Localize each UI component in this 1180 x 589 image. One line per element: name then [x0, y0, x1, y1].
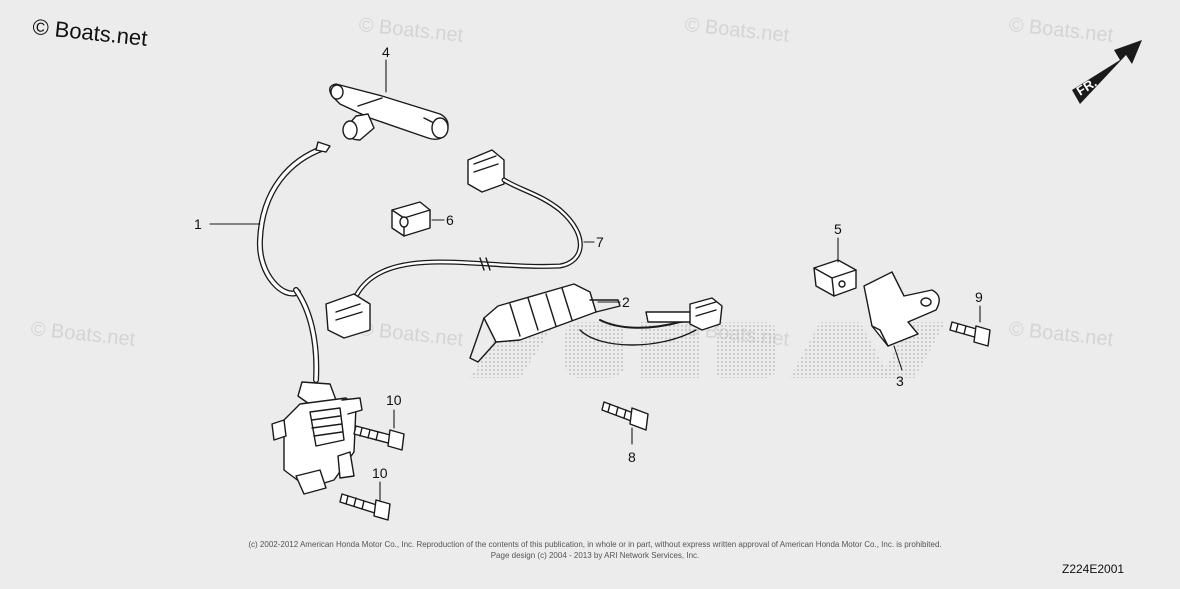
callout-number: 9 — [975, 289, 983, 305]
callout-number: 2 — [622, 294, 630, 310]
callout-number: 5 — [834, 221, 842, 237]
mounting-bracket-part[interactable] — [863, 271, 940, 347]
callout-number: 8 — [628, 449, 636, 465]
callout-number: 3 — [896, 373, 904, 389]
bracket-bolt-part[interactable] — [949, 321, 991, 347]
clip-nut-part[interactable] — [813, 259, 857, 297]
coil-bolt-upper-part[interactable] — [353, 425, 405, 451]
spark-plug-cap-part[interactable] — [329, 83, 449, 141]
front-direction-arrow-icon: FR. — [1072, 40, 1142, 104]
callout-number: 4 — [382, 44, 390, 60]
module-bolt-part[interactable] — [601, 401, 649, 431]
callout-labels: 1 2 3 4 5 6 7 8 9 10 10 — [194, 44, 983, 481]
callout-leader-lines — [209, 59, 981, 501]
ignition-coil-part[interactable] — [256, 141, 363, 495]
callout-number: 10 — [372, 465, 388, 481]
maker-logo-watermark-icon — [470, 315, 945, 378]
coil-bolt-lower-part[interactable] — [339, 493, 391, 521]
copyright-line: Page design (c) 2004 - 2013 by ARI Netwo… — [490, 551, 700, 560]
callout-number: 7 — [596, 234, 604, 250]
callout-number: 6 — [446, 212, 454, 228]
diagram-code: Z224E2001 — [1062, 562, 1125, 576]
copyright-line: (c) 2002-2012 American Honda Motor Co., … — [248, 540, 942, 549]
callout-number: 10 — [386, 392, 402, 408]
charge-coil-module-part[interactable] — [469, 283, 723, 363]
copyright-notice: (c) 2002-2012 American Honda Motor Co., … — [180, 539, 1010, 561]
grommet-part[interactable] — [391, 201, 431, 237]
wire-harness-part[interactable] — [325, 149, 583, 339]
callout-number: 1 — [194, 216, 202, 232]
